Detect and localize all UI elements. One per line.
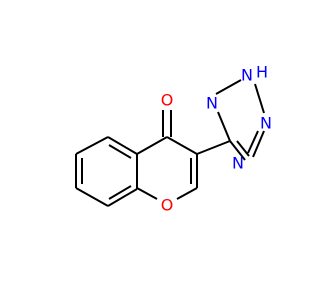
- bond-c5-n4-inner: [236, 140, 250, 157]
- bond-c2-o1: [176, 187, 198, 200]
- atom-tetrazole-h: H: [256, 63, 268, 82]
- benzene-ring: [75, 136, 138, 207]
- bond-o1-c8a: [136, 187, 158, 200]
- carbonyl-group: [162, 110, 172, 137]
- tetrazole-ring: [196, 79, 265, 161]
- atom-tetrazole-nh: N: [241, 66, 253, 85]
- bond-c4-c3: [166, 136, 198, 155]
- bond-c8a-c4a-inner: [108, 144, 132, 159]
- bond-n1-n2: [215, 79, 242, 95]
- atom-tetrazole-n-bottom: N: [232, 154, 244, 173]
- bond-c7-c8: [107, 188, 138, 207]
- bond-c5-n1: [217, 111, 231, 142]
- bond-c4a-c5: [75, 136, 109, 155]
- atom-tetrazole-n-top-left: N: [206, 94, 218, 113]
- bond-c7-c8-inner: [108, 185, 132, 200]
- atom-tetrazole-n-right: N: [260, 114, 272, 133]
- bond-n3-n4-inner: [247, 130, 259, 154]
- bond-n2-n3: [254, 83, 265, 114]
- bond-c4a-c4: [136, 136, 168, 155]
- bond-c3-tetrazole: [196, 140, 231, 155]
- bond-n3-n4: [252, 130, 265, 158]
- bond-c8a-c4a: [107, 136, 138, 155]
- chromone-tetrazole-structure: O O N N H N N: [75, 63, 272, 215]
- atom-carbonyl-oxygen: O: [161, 91, 174, 110]
- bond-c6-c7: [75, 187, 109, 207]
- bond-c5-n4: [229, 140, 246, 161]
- pyranone-ring: [136, 136, 198, 200]
- atom-ring-oxygen: O: [161, 196, 174, 215]
